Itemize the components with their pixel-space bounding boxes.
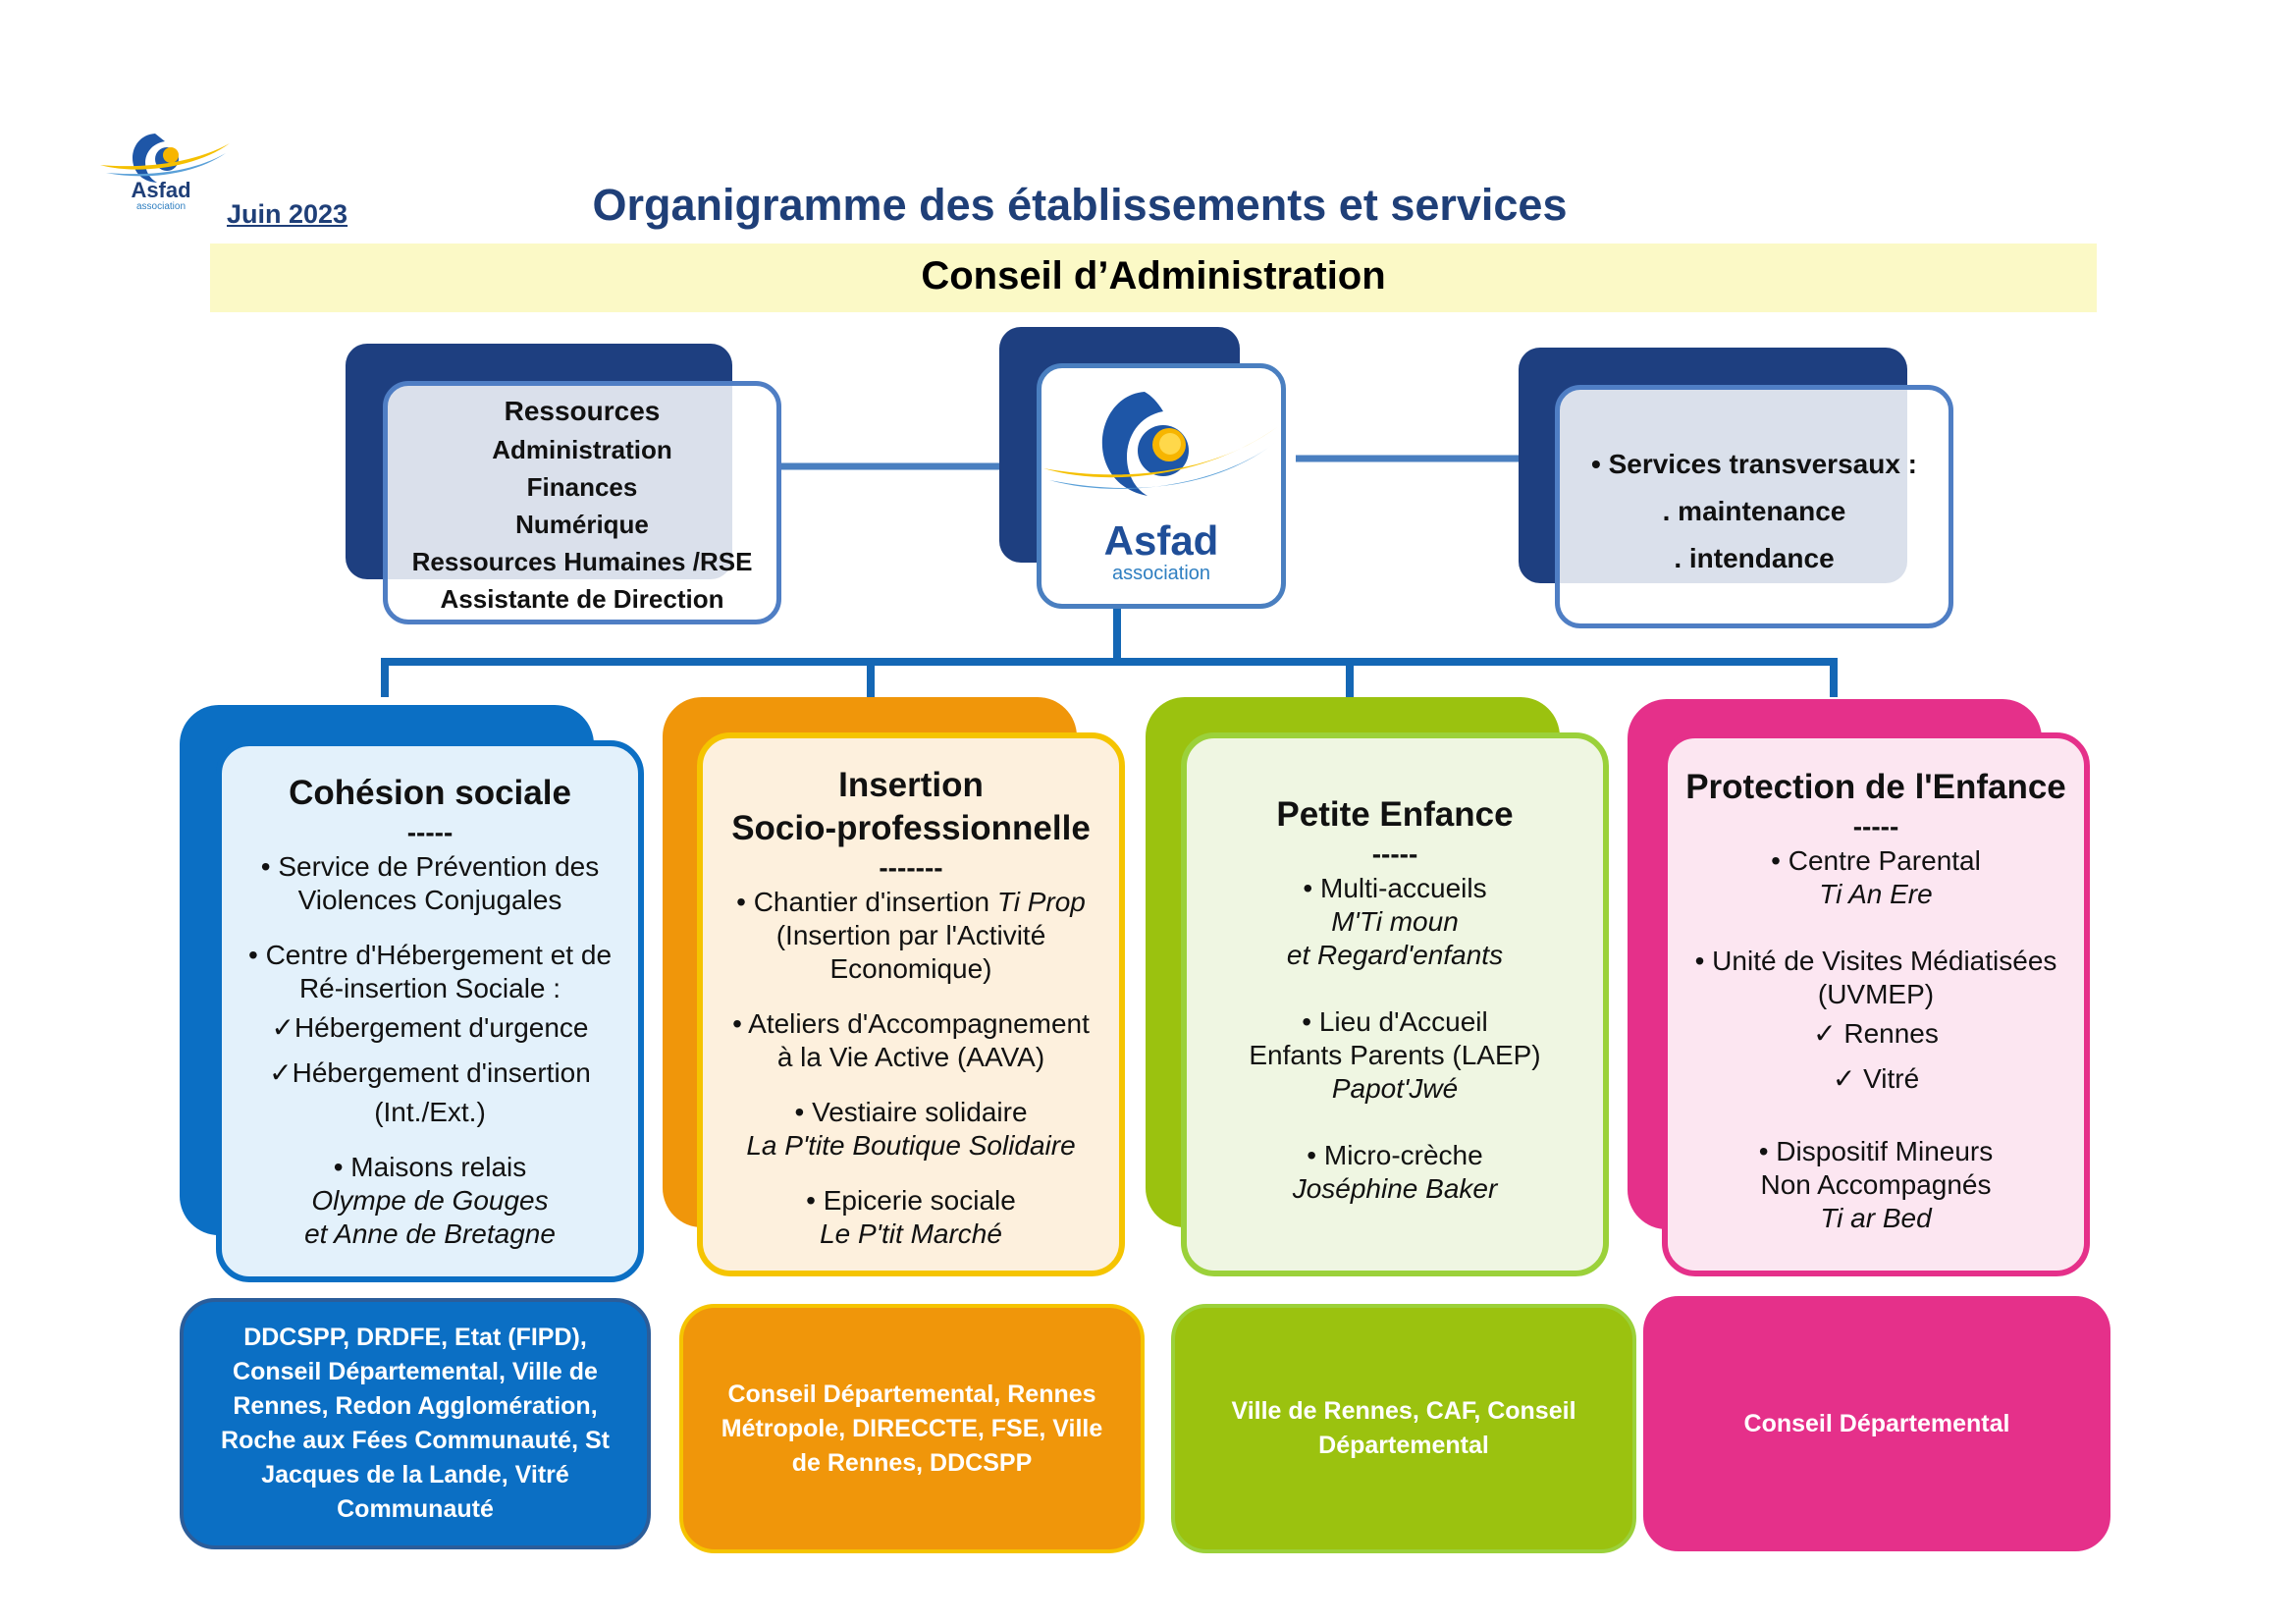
center-logo-subtitle: association bbox=[1111, 563, 1211, 584]
spacer bbox=[222, 917, 638, 939]
funders-text: Conseil Départemental, Rennes Métropole,… bbox=[721, 1380, 1103, 1477]
service-name: La P'tite Boutique Solidaire bbox=[746, 1130, 1076, 1161]
funders-box: Ville de Rennes, CAF, Conseil Départemen… bbox=[1171, 1304, 1636, 1553]
service-line: • Unité de Visites Médiatisées bbox=[1694, 946, 2057, 976]
funders-box: DDCSPP, DRDFE, Etat (FIPD), Conseil Dépa… bbox=[180, 1298, 651, 1549]
funders-text: Conseil Départemental bbox=[1743, 1409, 2010, 1437]
column-card: Protection de l'Enfance ----- • Centre Par… bbox=[1662, 732, 2090, 1276]
date-label: Juin 2023 bbox=[227, 199, 348, 229]
service-line: Ré-insertion Sociale : bbox=[298, 973, 561, 1003]
page-title: Organigramme des établissements et servi… bbox=[592, 180, 1568, 230]
transversaux-line: . intendance bbox=[1674, 543, 1835, 573]
service-name: M'Ti moun bbox=[1331, 906, 1459, 937]
board-band bbox=[210, 244, 2097, 312]
service-line: • Epicerie sociale bbox=[806, 1185, 1016, 1216]
service-line: ✓ Vitré bbox=[1832, 1063, 1920, 1094]
service-line: Economique) bbox=[829, 953, 992, 984]
service-name: Papot'Jwé bbox=[1331, 1073, 1459, 1104]
ressources-item: Numérique bbox=[515, 510, 649, 539]
service-line: à la Vie Active (AAVA) bbox=[776, 1042, 1045, 1072]
logo-small-name: Asfad bbox=[131, 178, 191, 202]
logo-small-subtitle: association bbox=[135, 201, 187, 212]
transversaux-line: • Services transversaux : bbox=[1590, 449, 1917, 479]
service-line: • Maisons relais bbox=[333, 1152, 527, 1182]
service-line: Enfants Parents (LAEP) bbox=[1249, 1040, 1541, 1070]
service-line: • Dispositif Mineurs bbox=[1758, 1136, 1994, 1166]
service-line: (Insertion par l'Activité bbox=[775, 920, 1046, 950]
column-title: Protection de l'Enfance bbox=[1685, 768, 2066, 806]
ressources-title: Ressources bbox=[504, 396, 661, 426]
funders-box: Conseil Départemental, Rennes Métropole,… bbox=[679, 1304, 1145, 1553]
service-line: (Int./Ext.) bbox=[374, 1097, 486, 1127]
ressources-item: Assistante de Direction bbox=[440, 584, 724, 614]
service-line: • Centre Parental bbox=[1771, 845, 1981, 876]
service-name: Ti Prop bbox=[996, 887, 1086, 917]
service-name: et Anne de Bretagne bbox=[304, 1218, 556, 1249]
service-line: • Chantier d'insertion Ti Prop bbox=[736, 887, 1086, 917]
service-line: ✓ Rennes bbox=[1813, 1018, 1939, 1049]
spacer bbox=[703, 1163, 1119, 1184]
asfad-logo-small-icon bbox=[100, 134, 230, 183]
column-separator: ----- bbox=[406, 817, 454, 847]
column-separator: ------- bbox=[879, 852, 943, 883]
funders-text: DDCSPP, DRDFE, Etat (FIPD), Conseil Dépa… bbox=[221, 1324, 610, 1523]
ressources-item: Finances bbox=[526, 472, 638, 502]
service-line: • Service de Prévention des bbox=[260, 851, 600, 882]
center-logo-box: Asfad association bbox=[1037, 363, 1286, 609]
spacer bbox=[1187, 1106, 1603, 1139]
spacer bbox=[222, 1129, 638, 1151]
service-line: Violences Conjugales bbox=[297, 885, 562, 915]
spacer bbox=[1187, 972, 1603, 1005]
service-line: Non Accompagnés bbox=[1760, 1169, 1992, 1200]
service-name: Joséphine Baker bbox=[1292, 1173, 1498, 1204]
spacer bbox=[703, 986, 1119, 1007]
service-line: ✓Hébergement d'insertion bbox=[269, 1057, 591, 1088]
column-separator: ----- bbox=[1371, 839, 1418, 869]
transversaux-line: . maintenance bbox=[1662, 496, 1846, 526]
spacer bbox=[1668, 1102, 2084, 1135]
column-title: Cohésion sociale bbox=[289, 774, 571, 812]
spacer bbox=[1668, 911, 2084, 945]
ressources-item: Ressources Humaines /RSE bbox=[411, 547, 753, 576]
funders-box: Conseil Départemental bbox=[1643, 1296, 2110, 1551]
service-line: • Ateliers d'Accompagnement bbox=[732, 1008, 1090, 1039]
service-line: • Lieu d'Accueil bbox=[1302, 1006, 1488, 1037]
service-line: • Vestiaire solidaire bbox=[794, 1097, 1028, 1127]
service-name: Ti ar Bed bbox=[1820, 1203, 1932, 1233]
ressources-item: Administration bbox=[492, 435, 672, 464]
service-line: • Multi-accueils bbox=[1303, 873, 1487, 903]
transversaux-box: • Services transversaux : . maintenance … bbox=[1555, 385, 1953, 628]
ressources-box: Ressources Administration Finances Numér… bbox=[383, 381, 781, 624]
board-title: Conseil d’Administration bbox=[921, 254, 1386, 298]
asfad-logo-icon bbox=[1043, 392, 1277, 496]
column-card: Cohésion sociale ----- • Service de Préven… bbox=[216, 740, 644, 1282]
column-separator: ----- bbox=[1852, 811, 1899, 841]
service-name: Ti An Ere bbox=[1819, 879, 1933, 909]
service-line: • Micro-crèche bbox=[1307, 1140, 1483, 1170]
service-line: (UVMEP) bbox=[1817, 979, 1935, 1009]
funders-text: Ville de Rennes, CAF, Conseil Départemen… bbox=[1231, 1397, 1576, 1459]
spacer bbox=[703, 1074, 1119, 1096]
center-logo-name: Asfad bbox=[1103, 517, 1219, 564]
service-line: • Centre d'Hébergement et de bbox=[247, 940, 613, 970]
service-name: et Regard'enfants bbox=[1286, 940, 1504, 970]
service-line: ✓Hébergement d'urgence bbox=[271, 1012, 589, 1043]
service-name: Olympe de Gouges bbox=[311, 1185, 549, 1216]
column-title: Petite Enfance bbox=[1276, 795, 1514, 834]
service-name: Le P'tit Marché bbox=[820, 1218, 1002, 1249]
